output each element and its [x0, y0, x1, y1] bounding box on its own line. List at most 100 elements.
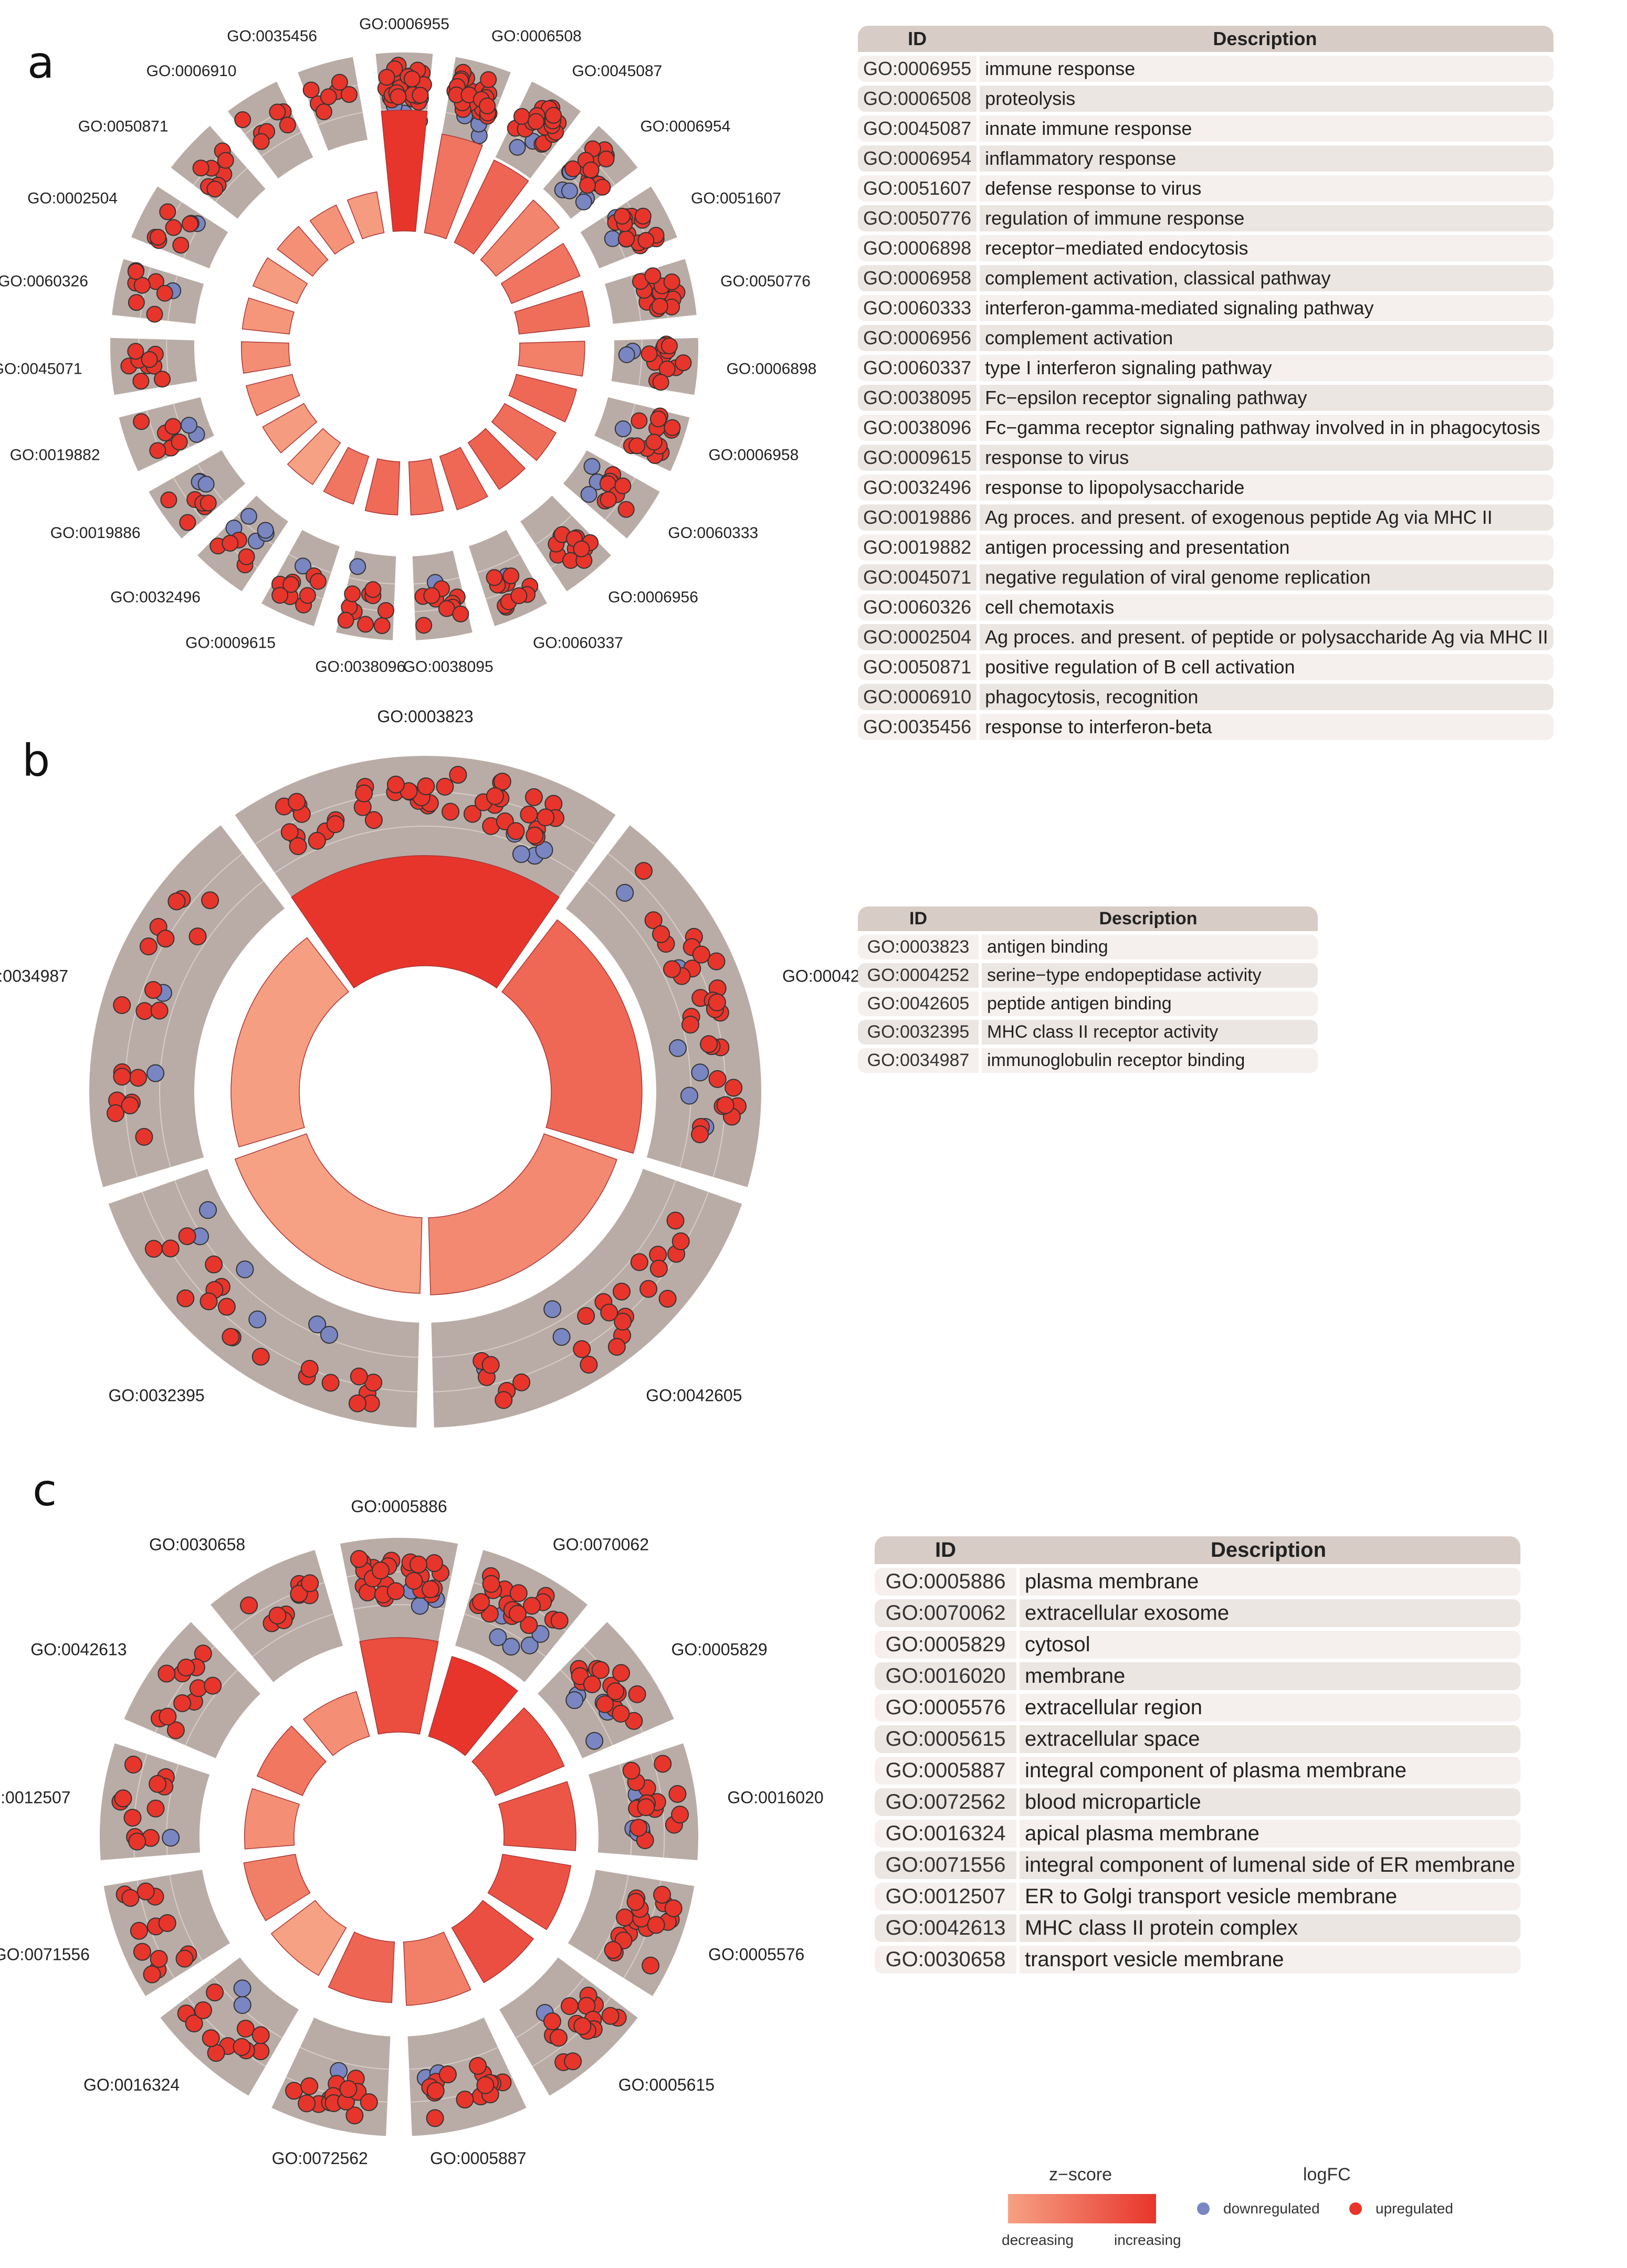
downregulated-gene-point	[180, 417, 197, 434]
zscore-bar	[381, 110, 428, 232]
upregulated-gene-point	[664, 1899, 683, 1917]
upregulated-gene-point	[233, 2038, 251, 2056]
go-id-cell: GO:0006508	[858, 86, 977, 112]
upregulated-gene-point	[150, 1950, 168, 1968]
upregulated-gene-point	[654, 1755, 672, 1773]
go-id-cell: GO:0034987	[858, 1048, 979, 1073]
upregulated-gene-point	[634, 207, 652, 225]
zscore-bar	[252, 257, 308, 304]
upregulated-gene-point	[114, 1789, 132, 1808]
upregulated-gene-point	[493, 773, 511, 791]
upregulated-gene-point	[185, 2014, 203, 2033]
upregulated-gene-point	[550, 1611, 569, 1630]
upregulated-gene-point	[675, 354, 692, 372]
upregulated-gene-point	[320, 88, 337, 106]
go-id-cell: GO:0050776	[858, 205, 977, 231]
zscore-bar	[323, 447, 370, 505]
upregulated-gene-point	[146, 305, 163, 323]
zscore-bar	[240, 341, 291, 374]
upregulated-gene-point	[253, 133, 270, 150]
upregulated-gene-point	[113, 1068, 131, 1086]
go-id-cell: GO:0006958	[858, 265, 977, 291]
upregulated-gene-point	[133, 1943, 151, 1961]
upregulated-gene-point	[301, 1574, 319, 1592]
upregulated-gene-point	[167, 892, 186, 911]
guide-arc	[166, 1764, 179, 1855]
upregulated-gene-point	[201, 891, 219, 910]
go-term-label: GO:0006910	[146, 62, 237, 80]
description-cell: peptide antigen binding	[979, 991, 1318, 1016]
zscore-bar	[518, 341, 585, 377]
zscore-bar	[287, 428, 341, 486]
upregulated-gene-point	[175, 1949, 194, 1968]
upregulated-label: upregulated	[1376, 2200, 1453, 2217]
upregulated-gene-point	[373, 617, 391, 635]
upregulated-gene-point	[194, 2001, 212, 2019]
zscore-bar	[234, 1133, 423, 1294]
upregulated-gene-point	[617, 501, 635, 518]
circular-plot-c: GO:0005886GO:0070062GO:0005829GO:0016020…	[0, 1497, 824, 2168]
zscore-bar	[328, 1931, 395, 2003]
upregulated-gene-point	[622, 1761, 641, 1780]
go-id-cell: GO:0019882	[858, 534, 977, 561]
upregulated-gene-point	[637, 1798, 655, 1817]
upregulated-gene-point	[298, 2094, 316, 2113]
downregulated-gene-point	[197, 476, 215, 493]
go-term-label: GO:0045071	[0, 360, 82, 377]
upregulated-gene-point	[326, 815, 344, 834]
downregulated-gene-point	[616, 883, 634, 902]
description-cell: antigen processing and presentation	[977, 534, 1553, 561]
go-term-label: GO:0035456	[227, 27, 317, 45]
upregulated-gene-point	[133, 413, 150, 430]
downregulated-gene-point	[585, 1732, 604, 1750]
upregulated-gene-point	[452, 605, 469, 623]
guide-arc	[318, 112, 363, 125]
zscore-bar	[480, 199, 560, 277]
downregulated-marker	[1197, 2202, 1210, 2215]
upregulated-gene-point	[509, 1584, 528, 1602]
upregulated-gene-point	[560, 1997, 579, 2015]
go-id-cell: GO:0012507	[875, 1883, 1016, 1911]
downregulated-gene-point	[580, 486, 597, 503]
description-cell: membrane	[1016, 1662, 1520, 1690]
upregulated-gene-point	[171, 434, 188, 451]
upregulated-gene-point	[144, 1240, 163, 1258]
upregulated-gene-point	[176, 1289, 195, 1307]
upregulated-gene-point	[188, 927, 207, 946]
upregulated-gene-point	[520, 1616, 538, 1634]
go-id-cell: GO:0006910	[858, 684, 977, 710]
upregulated-gene-point	[200, 494, 217, 512]
upregulated-gene-point	[628, 1685, 646, 1703]
upregulated-gene-point	[144, 981, 162, 999]
table-header-description: Description	[977, 26, 1553, 52]
go-term-label: GO:0034987	[0, 966, 68, 985]
upregulated-gene-point	[564, 2052, 582, 2071]
upregulated-gene-point	[345, 2106, 364, 2125]
upregulated-gene-point	[339, 2080, 358, 2098]
upregulated-gene-point	[141, 351, 158, 368]
description-cell: complement activation	[977, 325, 1553, 351]
guide-arc	[183, 217, 205, 259]
upregulated-gene-point	[355, 784, 373, 803]
downregulated-gene-point	[575, 193, 592, 210]
guide-arc	[185, 1670, 238, 1746]
upregulated-gene-point	[639, 1280, 658, 1298]
go-term-label: GO:0006958	[708, 446, 799, 463]
description-cell: receptor−mediated endocytosis	[977, 235, 1553, 261]
downregulated-gene-point	[502, 1638, 520, 1656]
zscore-bar	[500, 242, 581, 304]
go-term-label: GO:0005887	[430, 2149, 526, 2168]
downregulated-gene-point	[509, 139, 526, 156]
go-id-cell: GO:0060337	[858, 355, 977, 381]
